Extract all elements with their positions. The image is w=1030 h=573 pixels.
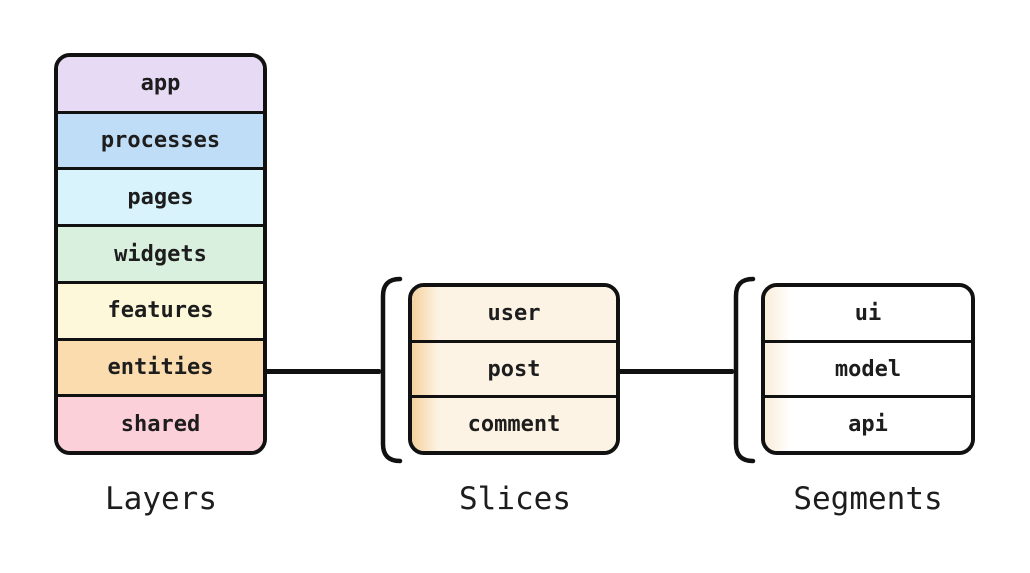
layer-row-features: features bbox=[58, 280, 263, 338]
layer-label-pages: pages bbox=[127, 184, 194, 210]
segment-label-api: api bbox=[848, 412, 888, 438]
segments-stack: ui model api bbox=[761, 283, 975, 455]
layer-label-processes: processes bbox=[100, 128, 221, 154]
segment-row-api: api bbox=[765, 395, 971, 451]
layers-stack: app processes pages widgets features ent… bbox=[54, 53, 267, 455]
layer-label-features: features bbox=[107, 298, 214, 324]
slice-label-user: user bbox=[487, 300, 541, 326]
slice-label-comment: comment bbox=[467, 412, 561, 438]
segment-label-ui: ui bbox=[854, 300, 882, 326]
layer-row-processes: processes bbox=[58, 110, 263, 168]
slice-row-comment: comment bbox=[412, 395, 616, 451]
bracket-segments-icon bbox=[733, 276, 756, 464]
connector-layers-slices bbox=[265, 369, 381, 374]
layer-row-shared: shared bbox=[58, 394, 263, 451]
layer-label-entities: entities bbox=[107, 354, 214, 380]
layer-row-widgets: widgets bbox=[58, 224, 263, 281]
layer-row-pages: pages bbox=[58, 167, 263, 225]
segment-row-ui: ui bbox=[765, 287, 971, 340]
layer-row-entities: entities bbox=[58, 337, 263, 395]
slice-row-post: post bbox=[412, 339, 616, 396]
layers-group-label: Layers bbox=[105, 481, 217, 517]
segment-label-model: model bbox=[834, 356, 902, 382]
slice-label-post: post bbox=[487, 356, 541, 382]
layer-label-app: app bbox=[140, 71, 181, 97]
slices-group-label: Slices bbox=[459, 481, 571, 517]
slice-row-user: user bbox=[412, 287, 616, 340]
segment-row-model: model bbox=[765, 339, 971, 396]
bracket-slices-icon bbox=[380, 276, 403, 464]
layer-label-shared: shared bbox=[120, 411, 201, 437]
segments-group-label: Segments bbox=[793, 481, 943, 517]
layer-label-widgets: widgets bbox=[114, 241, 207, 267]
connector-slices-segments bbox=[618, 369, 734, 374]
layer-row-app: app bbox=[58, 57, 263, 111]
slices-stack: user post comment bbox=[408, 283, 620, 455]
